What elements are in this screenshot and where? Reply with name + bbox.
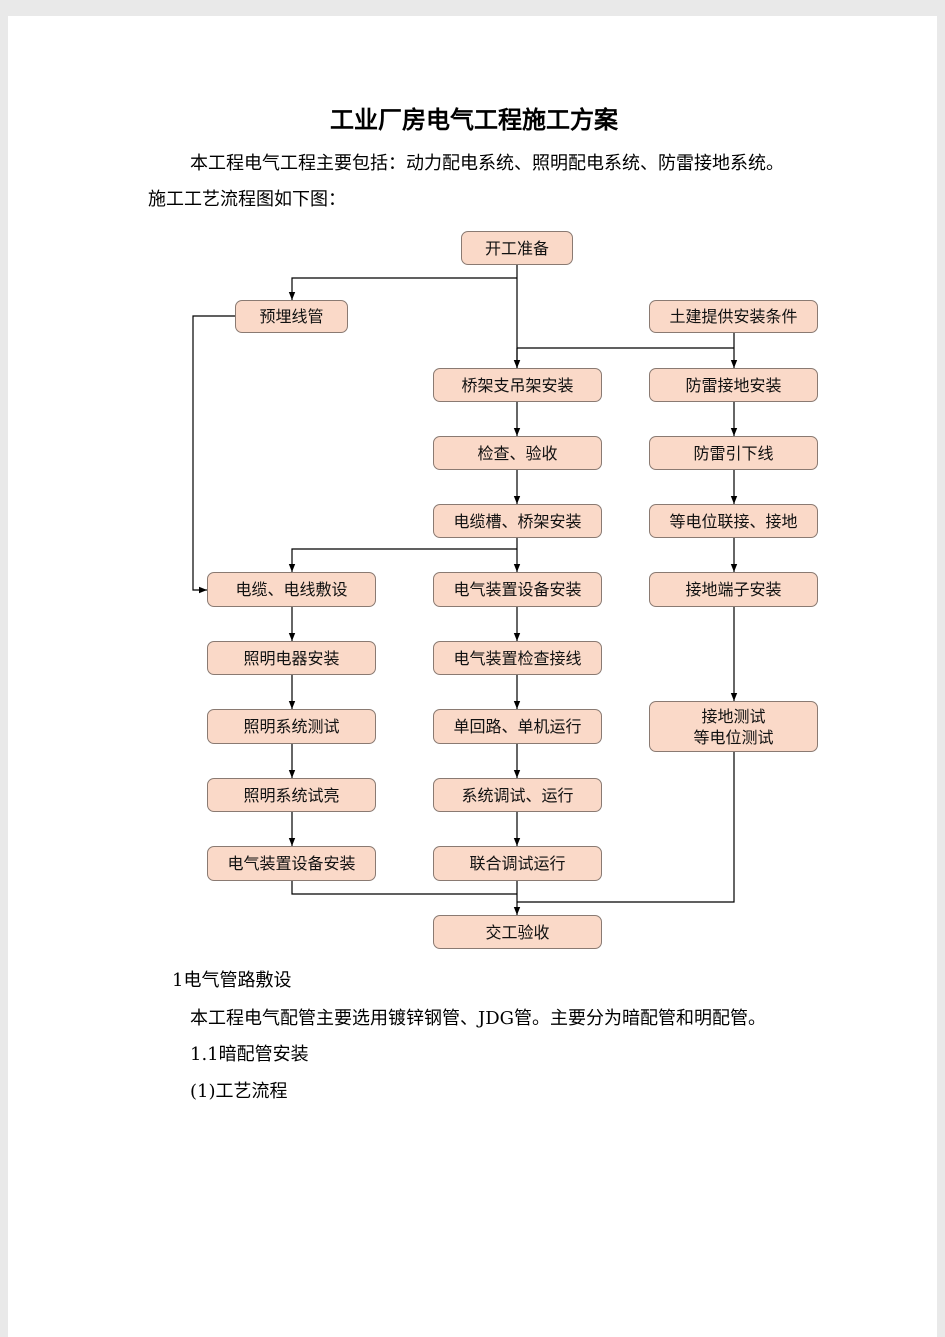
flow-step-device-install-center: 电气装置设备安装 xyxy=(433,572,602,607)
flow-step-tray-support: 桥架支吊架安装 xyxy=(433,368,602,402)
flow-step-start: 开工准备 xyxy=(461,231,573,265)
flow-step-civil-conditions: 土建提供安装条件 xyxy=(649,300,818,333)
ground-test-line-2: 等电位测试 xyxy=(693,727,774,747)
intro-paragraph: 本工程电气工程主要包括：动力配电系统、照明配电系统、防雷接地系统。 xyxy=(190,153,784,174)
flow-step-downconductor: 防雷引下线 xyxy=(649,436,818,470)
flow-step-system-debug: 系统调试、运行 xyxy=(433,778,602,812)
ground-test-line-1: 接地测试 xyxy=(701,706,766,726)
flow-step-cable-laying: 电缆、电线敷设 xyxy=(207,572,376,607)
flow-step-lighting-trial: 照明系统试亮 xyxy=(207,778,376,812)
flowchart-connectors xyxy=(192,265,738,915)
document-title: 工业厂房电气工程施工方案 xyxy=(330,105,618,134)
section-heading: 1电气管路敷设 xyxy=(172,970,292,991)
document-page: 工业厂房电气工程施工方案 本工程电气工程主要包括：动力配电系统、照明配电系统、防… xyxy=(8,16,937,1337)
flow-step-ground-test: 接地测试 等电位测试 xyxy=(649,701,818,752)
flow-step-lighting-fixture: 照明电器安装 xyxy=(207,641,376,675)
flow-step-pre-embed-conduit: 预埋线管 xyxy=(235,300,348,333)
flow-step-device-check-wiring: 电气装置检查接线 xyxy=(433,641,602,675)
intro-paragraph-continuation: 施工工艺流程图如下图： xyxy=(148,189,346,210)
flow-step-lighting-test: 照明系统测试 xyxy=(207,709,376,744)
section-paragraph: 本工程电气配管主要选用镀锌钢管、JDG管。主要分为暗配管和明配管。 xyxy=(190,1008,767,1029)
flow-step-handover: 交工验收 xyxy=(433,915,602,949)
flow-step-lightning-grounding: 防雷接地安装 xyxy=(649,368,818,402)
flow-step-ground-terminal: 接地端子安装 xyxy=(649,572,818,607)
flow-step-inspect-accept: 检查、验收 xyxy=(433,436,602,470)
flow-step-single-loop-run: 单回路、单机运行 xyxy=(433,709,602,744)
subsection-heading: 1.1暗配管安装 xyxy=(190,1044,309,1065)
flow-step-joint-debug: 联合调试运行 xyxy=(433,846,602,881)
flow-step-equipotential-bonding: 等电位联接、接地 xyxy=(649,504,818,538)
flow-step-device-install-left: 电气装置设备安装 xyxy=(207,846,376,881)
step-heading: (1)工艺流程 xyxy=(190,1081,288,1102)
flow-step-trunking-tray: 电缆槽、桥架安装 xyxy=(433,504,602,538)
